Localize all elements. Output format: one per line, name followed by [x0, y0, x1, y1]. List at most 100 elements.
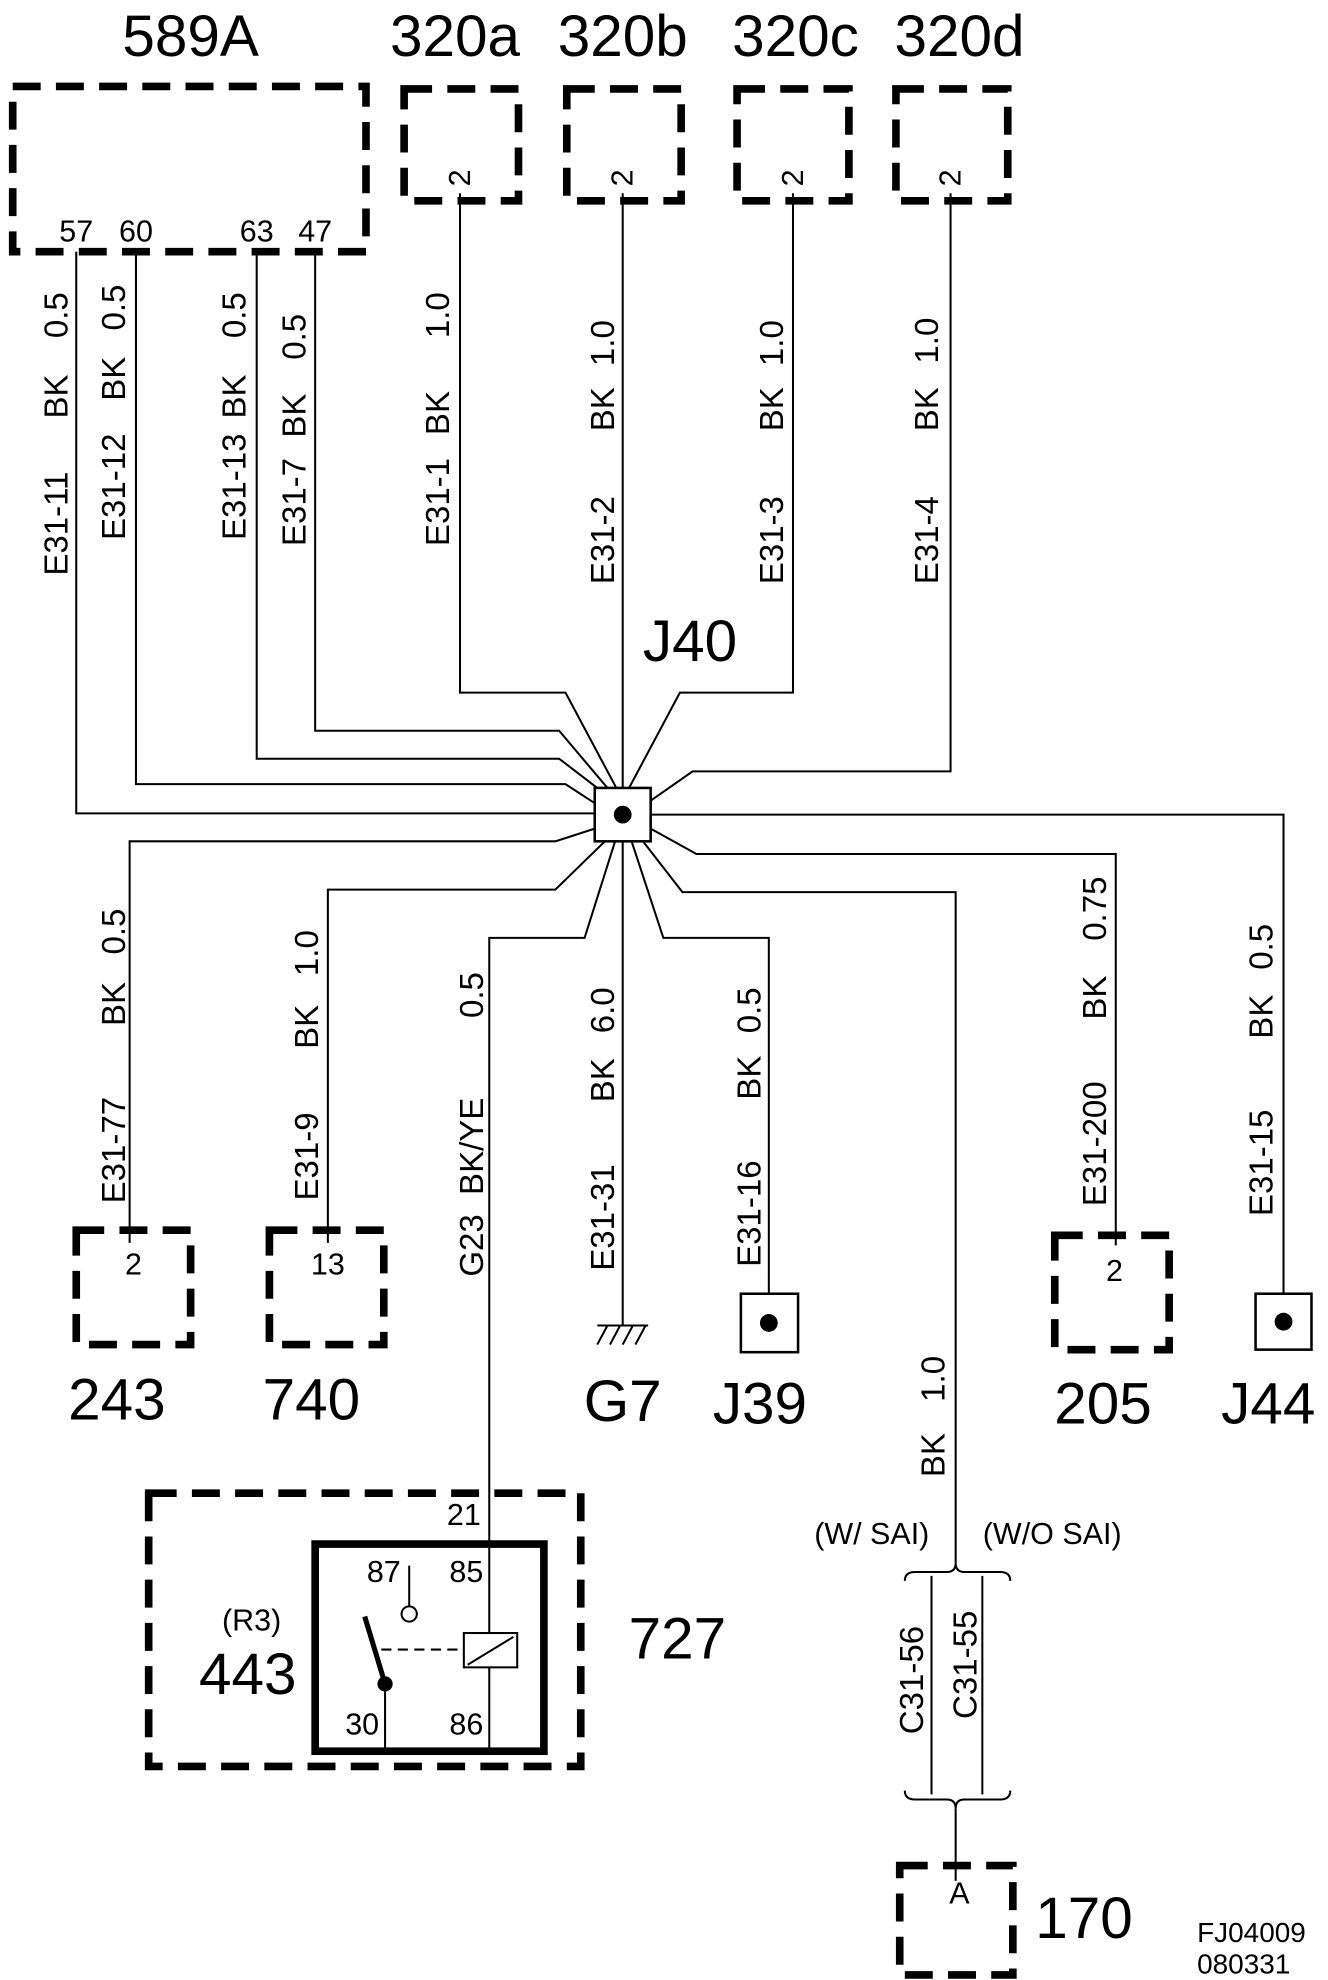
- component-box: [892, 85, 1012, 205]
- wire-line: [628, 193, 795, 789]
- ground-icon: [596, 1324, 649, 1346]
- component-320d: 320d 2: [892, 4, 1024, 205]
- wire-circuit-label: C31-55: [947, 1611, 984, 1719]
- wire-circuit-label: E31-12: [96, 434, 133, 541]
- wire-line: [255, 251, 598, 789]
- component-589a: 589A 57 60 63 47: [8, 4, 370, 256]
- brace-top-icon: [903, 1563, 1012, 1581]
- wire-size-label: 0.5: [96, 285, 133, 331]
- wire-color-label: BK: [96, 982, 133, 1026]
- wire-line: [128, 827, 596, 1243]
- wire-line: [650, 813, 1285, 1294]
- component-243: 2 243: [68, 1226, 195, 1433]
- wire-g23: G23 BK/YE 0.5: [454, 841, 617, 1634]
- wire-circuit-label: C31-56: [894, 1626, 931, 1734]
- wire-circuit-label: E31-2: [585, 496, 622, 584]
- pin-label: A: [949, 1877, 970, 1911]
- wire-e31-15: E31-15 BK 0.5: [650, 813, 1285, 1294]
- wire-line: [459, 193, 618, 789]
- component-label: 320a: [390, 4, 521, 69]
- splice-dot-icon: [759, 1314, 778, 1332]
- component-205: 2 205: [1050, 1231, 1173, 1436]
- pin-label: 13: [311, 1248, 345, 1282]
- wire-size-label: 0.5: [276, 314, 313, 360]
- variant-without-sai-label: (W/O SAI): [983, 1517, 1122, 1551]
- wire-circuit-label: E31-7: [276, 458, 313, 546]
- relay-pin-30: 30: [345, 1708, 379, 1742]
- wire-line: [650, 827, 1117, 1246]
- component-label: 727: [629, 1606, 727, 1671]
- relay-coil-diagonal: [467, 1635, 514, 1666]
- wire-circuit-label: E31-11: [39, 472, 76, 576]
- splice-dot-icon: [613, 805, 632, 824]
- wire-e31-2: E31-2 BK 1.0: [585, 193, 624, 788]
- variant-with-sai-label: (W/ SAI): [814, 1517, 929, 1551]
- wire-e31-1: E31-1 BK 1.0: [420, 193, 618, 789]
- wire-e31-12: E31-12 BK 0.5: [96, 251, 596, 805]
- splice-j44: J44: [1221, 1292, 1315, 1436]
- wire-size-label: 1.0: [585, 320, 622, 366]
- wire-line: [75, 251, 595, 815]
- pin-label: 2: [934, 169, 968, 186]
- pin-label: 2: [606, 169, 640, 186]
- component-box: [8, 82, 370, 256]
- relay-box: [311, 1540, 548, 1756]
- splice-dot-icon: [1274, 1312, 1293, 1331]
- wire-circuit-label: E31-4: [909, 496, 946, 584]
- wire-line: [314, 251, 609, 789]
- wire-line: [642, 840, 957, 1564]
- wire-line: [134, 251, 596, 805]
- pin-label: 63: [240, 214, 274, 248]
- wire-color-label: BK: [289, 1005, 326, 1049]
- component-label: 589A: [122, 4, 259, 69]
- wire-e31-11: E31-11 BK 0.5: [39, 251, 595, 815]
- wire-circuit-label: E31-200: [1077, 1081, 1114, 1206]
- component-box: [562, 85, 685, 205]
- wire-color-label: BK: [39, 374, 76, 418]
- pin-label: 47: [298, 214, 332, 248]
- wire-circuit-label: E31-77: [96, 1097, 133, 1204]
- wire-color-label: BK: [1243, 995, 1280, 1039]
- wire-circuit-label: E31-9: [289, 1112, 326, 1200]
- component-box: [144, 1489, 585, 1771]
- relay-pin-85: 85: [449, 1555, 483, 1589]
- component-label: 320c: [732, 4, 859, 69]
- splice-j40: J40: [593, 609, 737, 843]
- component-320c: 320c 2: [732, 4, 859, 205]
- component-label: 205: [1054, 1371, 1152, 1436]
- wire-circuit-label: G23: [454, 1214, 491, 1276]
- relay-pin-86: 86: [449, 1708, 483, 1742]
- wire-color-label: BK: [1077, 976, 1114, 1020]
- wire-e31-200: E31-200 BK 0.75: [650, 827, 1117, 1246]
- drawing-code: FJ04009: [1197, 1917, 1306, 1948]
- pin-label: 2: [776, 169, 810, 186]
- wire-color-label: BK: [916, 1433, 953, 1477]
- wire-circuit-label: E31-16: [731, 1160, 768, 1267]
- component-box: [265, 1226, 388, 1349]
- component-box: [895, 1861, 1017, 1979]
- component-label: 740: [263, 1368, 361, 1433]
- wire-e31-4: E31-4 BK 1.0: [650, 193, 952, 802]
- wire-color-label: BK: [585, 387, 622, 431]
- wire-size-label: 1.0: [420, 292, 457, 338]
- date-code: 080331: [1197, 1949, 1290, 1980]
- wire-e31-3: E31-3 BK 1.0: [628, 193, 795, 789]
- splice-label: J44: [1221, 1371, 1315, 1436]
- wire-color-label: BK: [276, 394, 313, 438]
- wire-size-label: 0.5: [217, 292, 254, 338]
- wire-170-feed: BK 1.0: [642, 840, 957, 1564]
- component-box: [72, 1226, 195, 1349]
- wire-e31-9: E31-9 BK 1.0: [289, 840, 606, 1243]
- wire-color-label: BK: [217, 374, 254, 418]
- wire-e31-13: E31-13 BK 0.5: [217, 251, 598, 789]
- pin-label: 21: [447, 1498, 481, 1532]
- splice-j39: J39: [713, 1292, 807, 1436]
- component-box: [1050, 1231, 1173, 1354]
- splice-label: J40: [643, 609, 737, 674]
- wire-size-label: 1.0: [754, 320, 791, 366]
- wire-line: [326, 840, 606, 1243]
- wire-circuit-label: E31-1: [420, 458, 457, 546]
- component-label: 320d: [894, 4, 1024, 69]
- relay-label: 443: [199, 1642, 297, 1707]
